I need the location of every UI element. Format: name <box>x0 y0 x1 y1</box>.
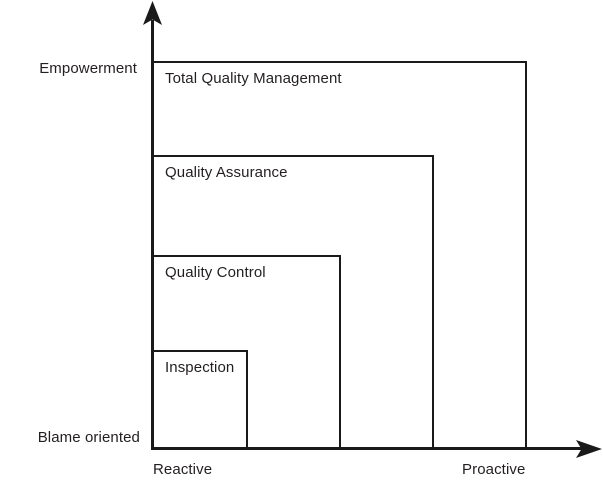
y-axis-top-label: Empowerment <box>39 60 137 77</box>
level-label-total-quality-management: Total Quality Management <box>165 70 342 87</box>
level-label-quality-control: Quality Control <box>165 264 266 281</box>
y-axis-arrow-up-icon <box>143 1 162 25</box>
level-label-inspection: Inspection <box>165 359 235 376</box>
level-box-inspection: Inspection <box>152 350 248 450</box>
level-label-quality-assurance: Quality Assurance <box>165 164 288 181</box>
x-axis-arrow-right-icon <box>576 440 602 458</box>
x-axis-left-label: Reactive <box>153 461 213 478</box>
y-axis-bottom-label: Blame oriented <box>37 429 140 446</box>
x-axis-right-label: Proactive <box>462 461 526 478</box>
